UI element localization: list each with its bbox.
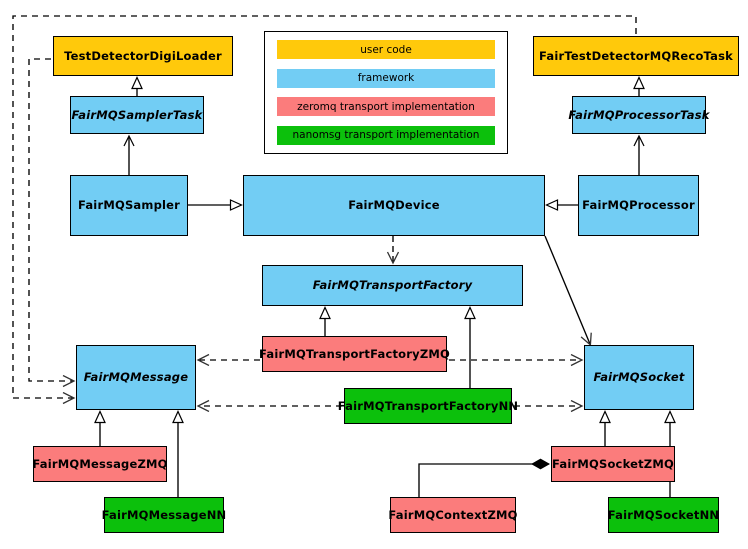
- edge-device-to-socket: [544, 235, 590, 344]
- legend-item-label: zeromq transport implementation: [297, 100, 475, 113]
- class-node-FairMQMessage[interactable]: FairMQMessage: [76, 345, 196, 410]
- class-node-FairMQProcessorTask[interactable]: FairMQProcessorTask: [568, 96, 709, 134]
- class-node-label: FairMQSampler: [77, 198, 181, 213]
- class-node-TestDetectorDigiLoader[interactable]: TestDetectorDigiLoader: [53, 36, 233, 76]
- legend-item-label: nanomsg transport implementation: [292, 129, 480, 142]
- class-node-label: FairMQContextZMQ: [388, 507, 518, 522]
- legend-item-label: framework: [357, 72, 415, 85]
- legend-item-usercode: user code: [277, 40, 495, 59]
- class-node-label: FairMQSamplerTask: [71, 107, 203, 122]
- class-node-FairMQProcessor[interactable]: FairMQProcessor: [578, 175, 699, 236]
- class-node-FairMQDevice[interactable]: FairMQDevice: [243, 175, 545, 236]
- class-node-FairMQTransportFactoryZMQ[interactable]: FairMQTransportFactoryZMQ: [259, 336, 451, 372]
- class-node-FairMQSampler[interactable]: FairMQSampler: [70, 175, 188, 236]
- legend-box: user code framework zeromq transport imple…: [264, 31, 508, 154]
- class-node-FairMQSocketNN[interactable]: FairMQSocketNN: [608, 497, 719, 533]
- class-node-label: TestDetectorDigiLoader: [64, 48, 222, 63]
- class-node-label: FairMQProcessorTask: [568, 107, 710, 122]
- class-node-label: FairMQSocket: [593, 370, 685, 385]
- class-node-label: FairMQMessageZMQ: [32, 456, 168, 471]
- class-node-FairTestDetectorMQRecoTask[interactable]: FairTestDetectorMQRecoTask: [533, 36, 739, 76]
- class-node-label: FairMQMessageNN: [101, 507, 227, 522]
- legend-item-zmq: zeromq transport implementation: [277, 97, 495, 117]
- class-node-label: FairMQTransportFactoryZMQ: [259, 346, 451, 361]
- class-node-FairMQMessageZMQ[interactable]: FairMQMessageZMQ: [32, 446, 168, 482]
- class-node-label: FairMQTransportFactoryNN: [337, 398, 519, 413]
- class-node-FairMQContextZMQ[interactable]: FairMQContextZMQ: [388, 497, 518, 533]
- class-node-label: FairTestDetectorMQRecoTask: [539, 48, 733, 63]
- class-node-FairMQMessageNN[interactable]: FairMQMessageNN: [101, 497, 227, 533]
- legend-item-framework: framework: [277, 68, 495, 88]
- class-node-FairMQSamplerTask[interactable]: FairMQSamplerTask: [70, 96, 204, 134]
- edge-recotask-to-message: [12, 15, 637, 398]
- class-node-FairMQSocketZMQ[interactable]: FairMQSocketZMQ: [551, 446, 675, 482]
- class-node-label: FairMQProcessor: [582, 198, 695, 213]
- legend-item-label: user code: [360, 43, 412, 56]
- class-node-FairMQTransportFactory[interactable]: FairMQTransportFactory: [262, 265, 523, 306]
- class-node-label: FairMQMessage: [83, 370, 189, 385]
- class-node-label: FairMQDevice: [348, 198, 440, 213]
- edge-digiloader-to-message: [28, 58, 73, 381]
- edge-contextzmq-to-socketzmq: [418, 464, 549, 497]
- class-node-FairMQTransportFactoryNN[interactable]: FairMQTransportFactoryNN: [338, 388, 518, 424]
- class-node-label: FairMQSocketNN: [607, 507, 720, 522]
- class-node-label: FairMQSocketZMQ: [552, 456, 674, 471]
- legend-item-nn: nanomsg transport implementation: [277, 125, 495, 145]
- class-node-FairMQSocket[interactable]: FairMQSocket: [584, 345, 694, 410]
- class-node-label: FairMQTransportFactory: [312, 278, 473, 293]
